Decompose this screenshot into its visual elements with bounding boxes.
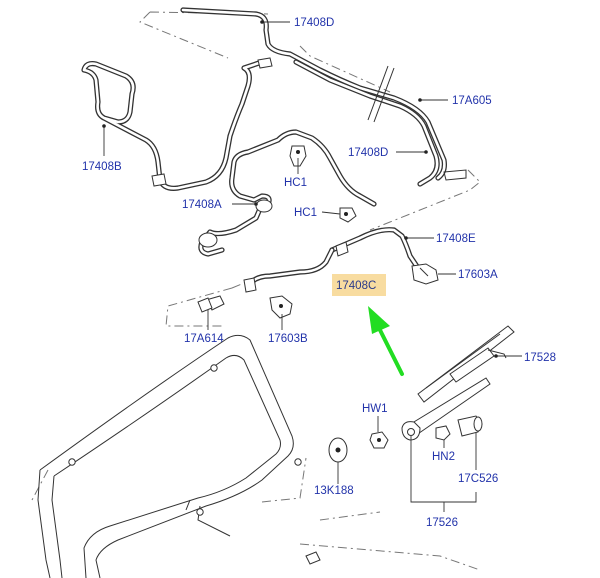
hose-17408D-upper bbox=[180, 7, 447, 181]
wiper-arm-17526 bbox=[401, 377, 491, 441]
connector-top bbox=[257, 57, 273, 69]
tailgate bbox=[37, 334, 302, 578]
hose-17408B bbox=[81, 59, 265, 191]
callout-17603B[interactable]: 17603B bbox=[268, 333, 308, 345]
callout-17408D-top[interactable]: 17408D bbox=[294, 17, 334, 29]
connector-17408A bbox=[255, 199, 273, 213]
hose-17408E bbox=[329, 227, 421, 271]
callout-HW1[interactable]: HW1 bbox=[362, 403, 388, 415]
connector-17408B bbox=[151, 173, 167, 187]
callout-17A605[interactable]: 17A605 bbox=[452, 95, 492, 107]
cut-mark bbox=[367, 65, 395, 123]
nut-hw1 bbox=[369, 431, 389, 449]
nut-hn2 bbox=[435, 425, 451, 441]
callout-17C526[interactable]: 17C526 bbox=[458, 473, 498, 485]
nozzle-17603B bbox=[269, 295, 293, 319]
callout-17408A[interactable]: 17408A bbox=[182, 199, 222, 211]
callout-17408C[interactable]: 17408C bbox=[336, 280, 376, 292]
connector-17408E bbox=[335, 241, 349, 257]
callout-17526[interactable]: 17526 bbox=[426, 517, 458, 529]
green-arrow bbox=[368, 306, 404, 376]
callout-HC1-lower[interactable]: HC1 bbox=[294, 207, 317, 219]
nozzle-17603A bbox=[411, 263, 439, 285]
bottom-clip bbox=[305, 551, 321, 565]
callout-17528[interactable]: 17528 bbox=[524, 352, 556, 364]
callout-17408B[interactable]: 17408B bbox=[82, 161, 122, 173]
callout-13K188[interactable]: 13K188 bbox=[314, 485, 354, 497]
callout-HC1-upper[interactable]: HC1 bbox=[284, 177, 307, 189]
grommet-17408A bbox=[198, 232, 218, 248]
hose-17408A bbox=[198, 129, 377, 257]
callout-17408D-mid[interactable]: 17408D bbox=[348, 147, 388, 159]
callout-HN2[interactable]: HN2 bbox=[432, 451, 455, 463]
connector-17408C bbox=[243, 277, 257, 293]
callout-17408E[interactable]: 17408E bbox=[436, 233, 476, 245]
hose-end-clip bbox=[443, 169, 467, 181]
leader-lines bbox=[102, 20, 522, 512]
highlight-box bbox=[332, 274, 386, 296]
cap-17C526 bbox=[457, 415, 483, 437]
wiper-blade-17528 bbox=[417, 325, 515, 403]
clip-hc1-upper bbox=[289, 145, 307, 167]
tailgate-outline-dash bbox=[31, 457, 481, 571]
connector-17A614 bbox=[197, 295, 225, 313]
hose-17A605 bbox=[293, 59, 440, 187]
callout-17A614[interactable]: 17A614 bbox=[184, 333, 224, 345]
washer-13K188 bbox=[328, 437, 348, 463]
callout-17603A[interactable]: 17603A bbox=[458, 269, 498, 281]
clip-hc1-lower bbox=[339, 207, 357, 223]
hose-17408C bbox=[247, 247, 335, 287]
